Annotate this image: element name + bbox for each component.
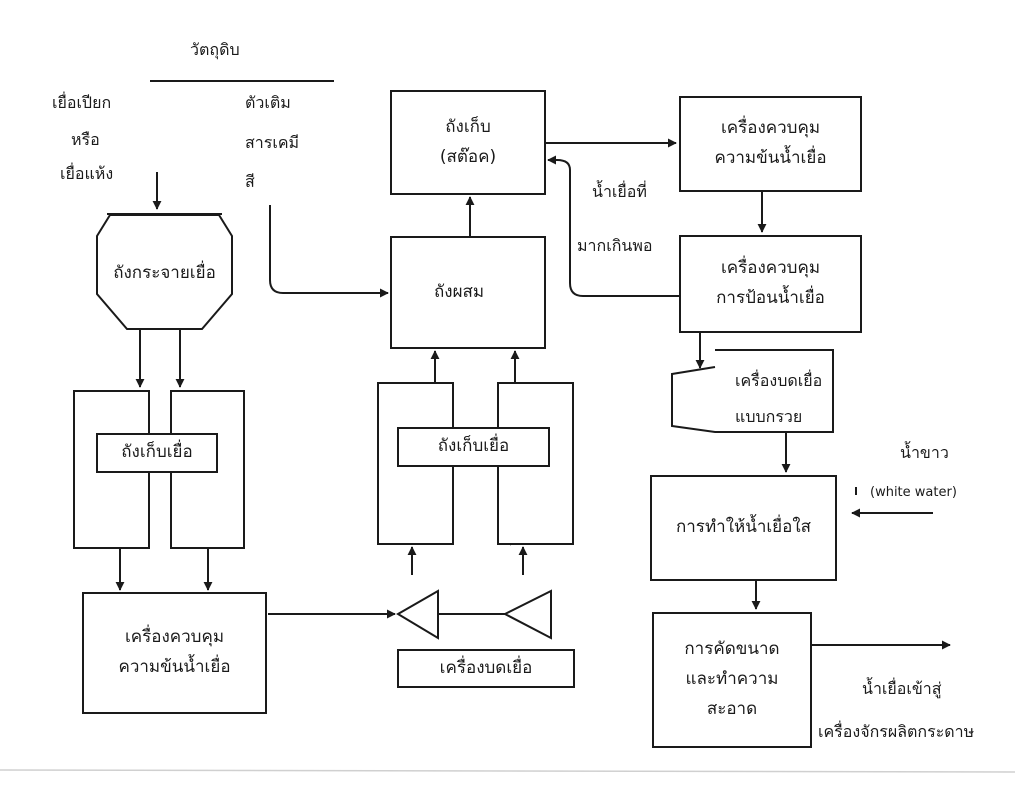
consistency-control-right-line1: เครื่องควบคุม	[720, 118, 821, 139]
mixing-chest-label: ถังผสม	[434, 281, 485, 302]
pulper-label: ถังกระจายเยื่อ	[113, 262, 216, 283]
output-line1: น้ำเยื่อเข้าสู่	[862, 679, 942, 698]
clarification: การทำให้น้ำเยื่อใส	[650, 475, 837, 581]
feed-control-line1: เครื่องควบคุม	[720, 258, 821, 279]
dye-label: สี	[245, 172, 255, 191]
output-line2: เครื่องจักรผลิตกระดาษ	[818, 722, 975, 741]
conical-refiner-shape	[671, 349, 834, 433]
feed-control: เครื่องควบคุม การป้อนน้ำเยื่อ	[679, 235, 862, 333]
chemicals-label: สารเคมี	[245, 133, 300, 152]
consistency-control-left: เครื่องควบคุม ความข้นน้ำเยื่อ	[82, 592, 267, 714]
consistency-control-right: เครื่องควบคุม ความข้นน้ำเยื่อ	[679, 96, 862, 192]
white-water-english-label: (white water)	[870, 485, 957, 500]
screening-line1: การคัดขนาด	[684, 639, 780, 660]
conical-refiner-line2: แบบกรวย	[735, 407, 803, 426]
stock-chest-line1: ถังเก็บ	[445, 116, 491, 137]
or-label: หรือ	[71, 130, 100, 149]
stock-chest-line2: (สต๊อค)	[439, 146, 497, 167]
storage-chest-left-label: ถังเก็บเยื่อ	[121, 442, 193, 463]
storage-chest-mid-label-box: ถังเก็บเยื่อ	[397, 427, 550, 467]
raw-material-underline	[150, 80, 334, 82]
refiner-label-box: เครื่องบดเยื่อ	[397, 649, 575, 688]
consistency-control-left-line1: เครื่องควบคุม	[124, 627, 225, 648]
white-water-label: น้ำขาว	[900, 443, 949, 462]
dry-pulp-label: เยื่อแห้ง	[60, 164, 114, 183]
pulper: ถังกระจายเยื่อ	[96, 214, 233, 330]
screening-cleaning: การคัดขนาด และทำความ สะอาด	[652, 612, 812, 748]
refiner-label: เครื่องบดเยื่อ	[439, 657, 533, 678]
screening-line2: และทำความ	[685, 669, 779, 690]
arrow-additives-to-mixer	[269, 205, 389, 298]
filler-label: ตัวเติม	[245, 93, 291, 112]
storage-chest-left-label-box: ถังเก็บเยื่อ	[96, 433, 218, 473]
conical-refiner-line1: เครื่องบดเยื่อ	[735, 371, 823, 390]
clarification-label: การทำให้น้ำเยื่อใส	[675, 517, 812, 538]
raw-material-title: วัตถุดิบ	[190, 40, 240, 59]
stock-chest: ถังเก็บ (สต๊อค)	[390, 90, 546, 195]
overflow-label-line1: น้ำเยื่อที่	[592, 182, 647, 201]
wet-pulp-label: เยื่อเปียก	[52, 93, 112, 112]
overflow-label-line2: มากเกินพอ	[577, 236, 653, 255]
storage-chest-mid-label: ถังเก็บเยื่อ	[437, 436, 510, 457]
arrow-overflow-return	[547, 155, 679, 297]
feed-control-line2: การป้อนน้ำเยื่อ	[716, 288, 825, 308]
screening-line3: สะอาด	[706, 698, 758, 719]
mixing-chest: ถังผสม	[390, 236, 546, 349]
consistency-control-right-line2: ความข้นน้ำเยื่อ	[714, 148, 827, 168]
refiner-triangle-b	[502, 589, 552, 640]
refiner-triangle-a	[396, 589, 439, 640]
consistency-control-left-line2: ความข้นน้ำเยื่อ	[118, 657, 231, 677]
